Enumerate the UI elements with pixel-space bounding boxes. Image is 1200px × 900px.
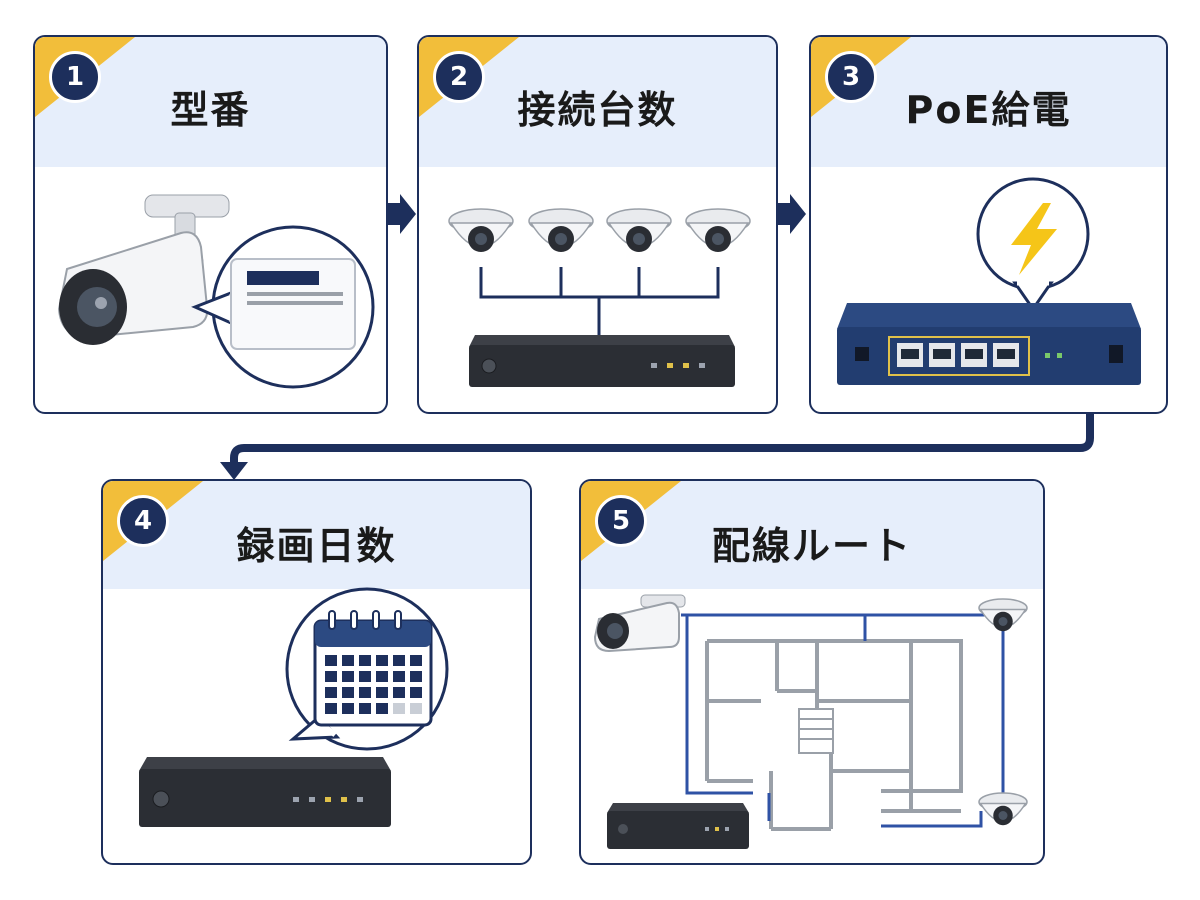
card-illustration [593,594,1028,849]
step-title: 接続台数 [517,88,678,132]
recorder-icon [469,335,735,387]
card-illustration [139,587,449,827]
dome-camera-icon [978,598,1028,826]
arrow-into-step4 [220,462,248,480]
recorder-icon [607,803,749,849]
step-number-badge: 1 [49,51,101,103]
bullet-camera-icon [57,194,230,345]
step-card-model: 1 型番 [33,35,388,414]
step-number-badge: 4 [117,495,169,547]
dome-camera-icon [448,208,751,252]
step-title: 配線ルート [711,524,912,568]
wiring-route [681,613,1005,828]
dome-camera-unit [528,208,594,252]
stairs-icon [798,708,834,754]
network-cables [479,267,720,335]
step-number-badge: 3 [825,51,877,103]
poe-switch-icon [837,303,1141,385]
step-title: 型番 [170,88,251,132]
card-illustration [57,194,375,389]
step-number-badge: 5 [595,495,647,547]
step-title: 録画日数 [236,524,397,568]
step-card-recording-days: 4 録画日数 [101,479,532,865]
bullet-camera-icon [593,594,686,653]
arrow-step2-to-step3 [774,194,806,234]
step-card-connection-count: 2 接続台数 [417,35,778,414]
dome-camera-unit [448,208,514,252]
dome-camera-unit [685,208,751,252]
model-label-icon [191,225,375,389]
dome-camera-unit [606,208,672,252]
step-title: PoE給電 [905,88,1072,132]
floor-plan-icon [705,639,963,831]
recorder-icon [139,757,391,827]
arrow-step1-to-step2 [384,194,416,234]
dome-camera-unit [978,598,1028,632]
dome-camera-unit [978,792,1028,826]
lightning-icon [1011,203,1057,275]
connector-step3-to-step4 [230,414,1094,466]
step-card-wiring-route: 5 配線ルート [579,479,1045,865]
card-illustration [837,177,1141,385]
calendar-icon [313,610,433,727]
step-card-poe: 3 PoE給電 [809,35,1168,414]
step-number-badge: 2 [433,51,485,103]
card-illustration [448,208,751,387]
